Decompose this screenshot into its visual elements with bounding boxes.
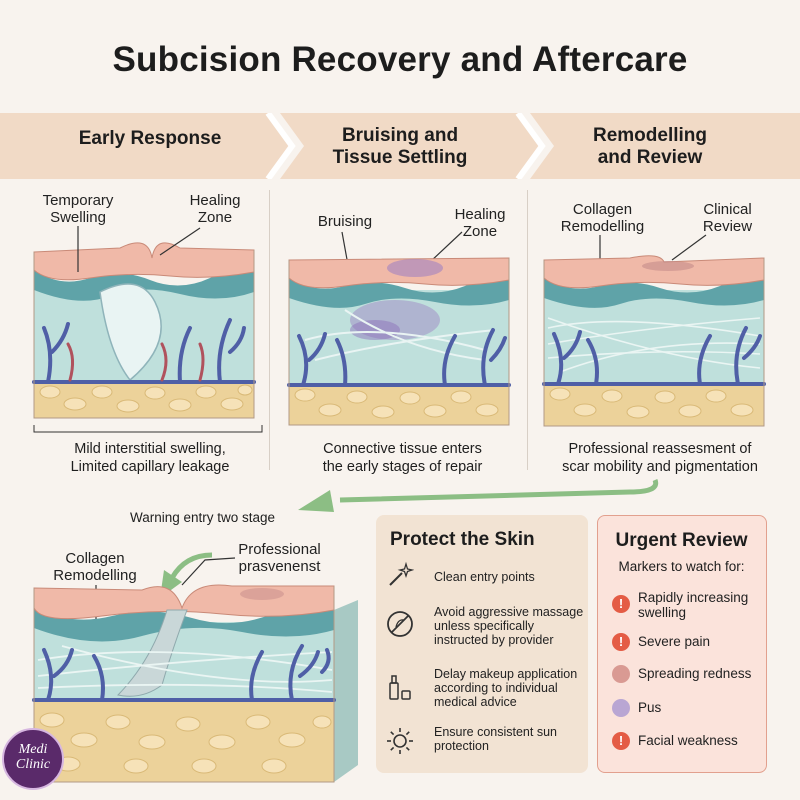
skin-diagram-early-response bbox=[32, 242, 256, 419]
urgent-item-5: Facial weakness bbox=[638, 733, 738, 748]
urgent-heading: Urgent Review bbox=[615, 530, 748, 551]
stage-3-heading: Remodelling and Review bbox=[592, 125, 707, 168]
skin-diagram-bottom bbox=[32, 584, 358, 783]
stage-3-chevron bbox=[530, 113, 800, 179]
urgent-review-panel: Urgent Review Markers to watch for: ! Ra… bbox=[597, 515, 767, 773]
logo-text: Medi Clinic bbox=[15, 742, 51, 772]
urgent-subheading: Markers to watch for: bbox=[618, 559, 745, 574]
stage-banner bbox=[0, 113, 800, 179]
skin-diagram-remodelling bbox=[542, 255, 766, 427]
label-clinical-review: Clinical Review bbox=[702, 201, 753, 235]
divider bbox=[269, 190, 270, 470]
alert-icon: ! bbox=[612, 633, 630, 651]
urgent-item-4: Pus bbox=[638, 700, 662, 715]
protect-heading: Protect the Skin bbox=[390, 529, 535, 550]
alert-icon: ! bbox=[612, 595, 630, 613]
stage-1-heading: Early Response bbox=[78, 128, 222, 149]
protect-item-2: Avoid aggressive massage unless specific… bbox=[434, 605, 584, 647]
label-collagen-remodelling: Collagen Remodelling bbox=[560, 201, 645, 235]
urgent-item-1: Rapidly increasing swelling bbox=[638, 590, 749, 620]
label-healing-zone: Healing Zone bbox=[454, 206, 506, 240]
protect-item-4: Ensure consistent sun protection bbox=[434, 725, 557, 753]
medi-clinic-logo: Medi Clinic bbox=[2, 728, 64, 790]
page-title: Subcision Recovery and Aftercare bbox=[112, 40, 688, 79]
protect-item-1: Clean entry points bbox=[434, 570, 535, 584]
caption-remodelling: Professional reassesment of scar mobilit… bbox=[562, 441, 758, 475]
sun-icon bbox=[387, 728, 413, 754]
redness-dot-icon bbox=[612, 665, 630, 683]
protect-the-skin-panel: Protect the Skin Clean entry points Avoi… bbox=[376, 515, 588, 773]
makeup-icon bbox=[389, 675, 411, 700]
warning-label: Warning entry two stage bbox=[130, 510, 276, 525]
pus-dot-icon bbox=[612, 699, 630, 717]
urgent-item-3: Spreading redness bbox=[638, 666, 752, 681]
urgent-item-2: Severe pain bbox=[638, 634, 711, 649]
label-bruising: Bruising bbox=[317, 213, 373, 230]
caption-bruising: Connective tissue enters the early stage… bbox=[322, 441, 483, 475]
label-healing-zone: Healing Zone bbox=[189, 192, 241, 226]
skin-diagram-bruising bbox=[287, 257, 511, 426]
caption-early-response: Mild interstitial swelling, Limited capi… bbox=[70, 441, 230, 475]
stage-2-chevron bbox=[280, 113, 542, 179]
sparkle-icon bbox=[389, 561, 414, 586]
stage-2-heading: Bruising and Tissue Settling bbox=[332, 125, 468, 168]
no-massage-icon bbox=[387, 611, 413, 637]
protect-item-3: Delay makeup application according to in… bbox=[434, 667, 578, 709]
alert-icon: ! bbox=[612, 732, 630, 750]
label-professional-prasvenenst: Professional prasvenenst bbox=[238, 541, 321, 575]
label-collagen-remodelling-bottom: Collagen Remodelling bbox=[53, 550, 137, 584]
divider bbox=[527, 190, 528, 470]
label-temporary-swelling: Temporary Swelling bbox=[42, 192, 114, 226]
stage-1-chevron bbox=[0, 113, 292, 179]
